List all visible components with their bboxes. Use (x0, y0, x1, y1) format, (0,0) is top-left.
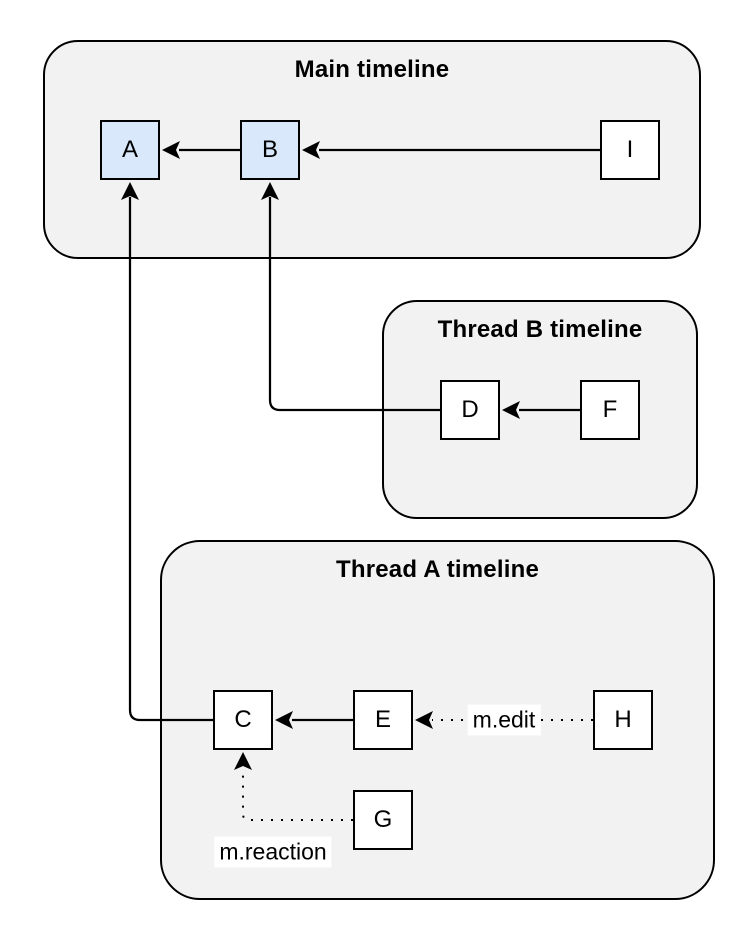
arrowhead-into-d-right (502, 401, 520, 419)
arrowhead-into-a-bottom (121, 182, 139, 200)
arrowhead-into-b-right (302, 141, 320, 159)
arrowhead-into-e-right (415, 711, 433, 729)
edge-label-m-edit: m.edit (467, 704, 541, 736)
node-f-label: F (602, 396, 618, 423)
node-c: C (213, 690, 273, 750)
node-b: B (240, 120, 300, 180)
node-a-label: A (121, 136, 138, 163)
arrowhead-into-c-bottom (234, 752, 252, 770)
edge-c-to-a (128, 197, 213, 722)
arrowhead-into-a-right (162, 141, 180, 159)
node-i-label: I (626, 136, 634, 163)
node-a: A (100, 120, 160, 180)
edge-label-m-reaction: m.reaction (214, 836, 332, 868)
panel-thread-b-timeline-title: Thread B timeline (437, 316, 643, 343)
node-g: G (353, 790, 413, 850)
node-h-label: H (614, 706, 632, 733)
node-e: E (353, 690, 413, 750)
arrowhead-into-c-right (275, 711, 293, 729)
node-g-label: G (373, 806, 393, 833)
arrowhead-into-b-bottom (261, 182, 279, 200)
panel-main-timeline-title: Main timeline (294, 56, 450, 83)
node-f: F (580, 380, 640, 440)
node-h: H (593, 690, 653, 750)
edge-g-to-c (242, 768, 353, 821)
node-b-label: B (261, 136, 278, 163)
panel-thread-a-timeline-title: Thread A timeline (336, 556, 539, 583)
node-d-label: D (461, 396, 479, 423)
node-i: I (600, 120, 660, 180)
node-c-label: C (234, 706, 252, 733)
edge-d-to-b (268, 197, 440, 412)
node-e-label: E (374, 706, 391, 733)
node-d: D (440, 380, 500, 440)
